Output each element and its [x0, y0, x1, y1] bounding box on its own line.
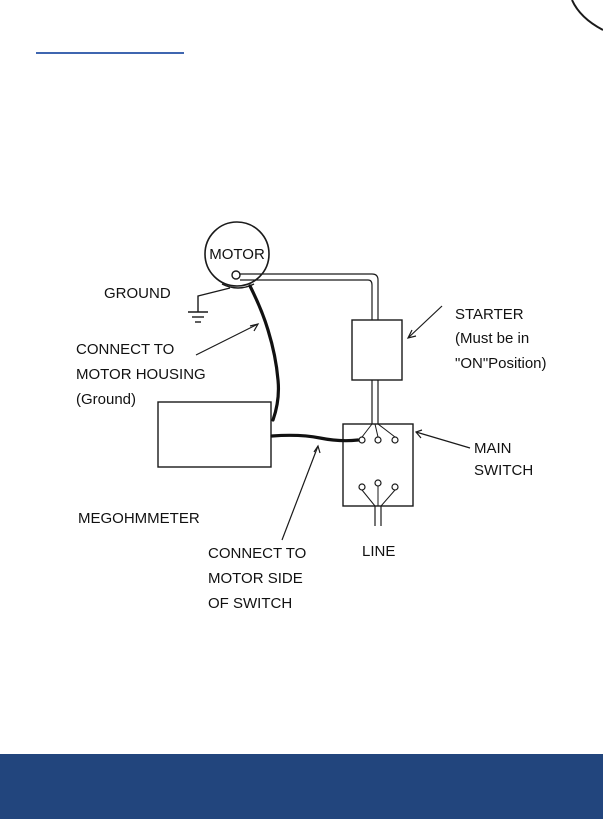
starter-label-line-1: STARTER [455, 306, 524, 323]
starter-box [352, 320, 402, 380]
connect-housing-line-3: (Ground) [76, 391, 136, 408]
test-lead-housing [250, 286, 278, 420]
ground-label: GROUND [104, 285, 171, 302]
connect-switch-line-1: CONNECT TO [208, 545, 306, 562]
megohmmeter-label: MEGOHMMETER [78, 510, 200, 527]
main-switch-label-line-2: SWITCH [474, 462, 533, 479]
line-label: LINE [362, 543, 395, 560]
motor-terminal [232, 271, 240, 279]
connect-housing-line-1: CONNECT TO [76, 341, 174, 358]
footer-band [0, 754, 603, 819]
motor: MOTOR [205, 222, 269, 286]
line-leads [375, 506, 381, 526]
ground-symbol [188, 288, 230, 322]
starter-label-line-2: (Must be in [455, 330, 529, 347]
connect-switch-line-2: MOTOR SIDE [208, 570, 303, 587]
page-edge-curl [572, 0, 603, 30]
connect-switch-line-3: OF SWITCH [208, 595, 292, 612]
main-switch-label-line-1: MAIN [474, 440, 512, 457]
main-switch [343, 424, 413, 506]
starter-label-line-3: "ON"Position) [455, 355, 547, 372]
megohmmeter-box [158, 402, 271, 467]
motor-label: MOTOR [209, 246, 265, 263]
connect-housing-line-2: MOTOR HOUSING [76, 366, 206, 383]
starter-to-switch-leads [372, 380, 378, 424]
